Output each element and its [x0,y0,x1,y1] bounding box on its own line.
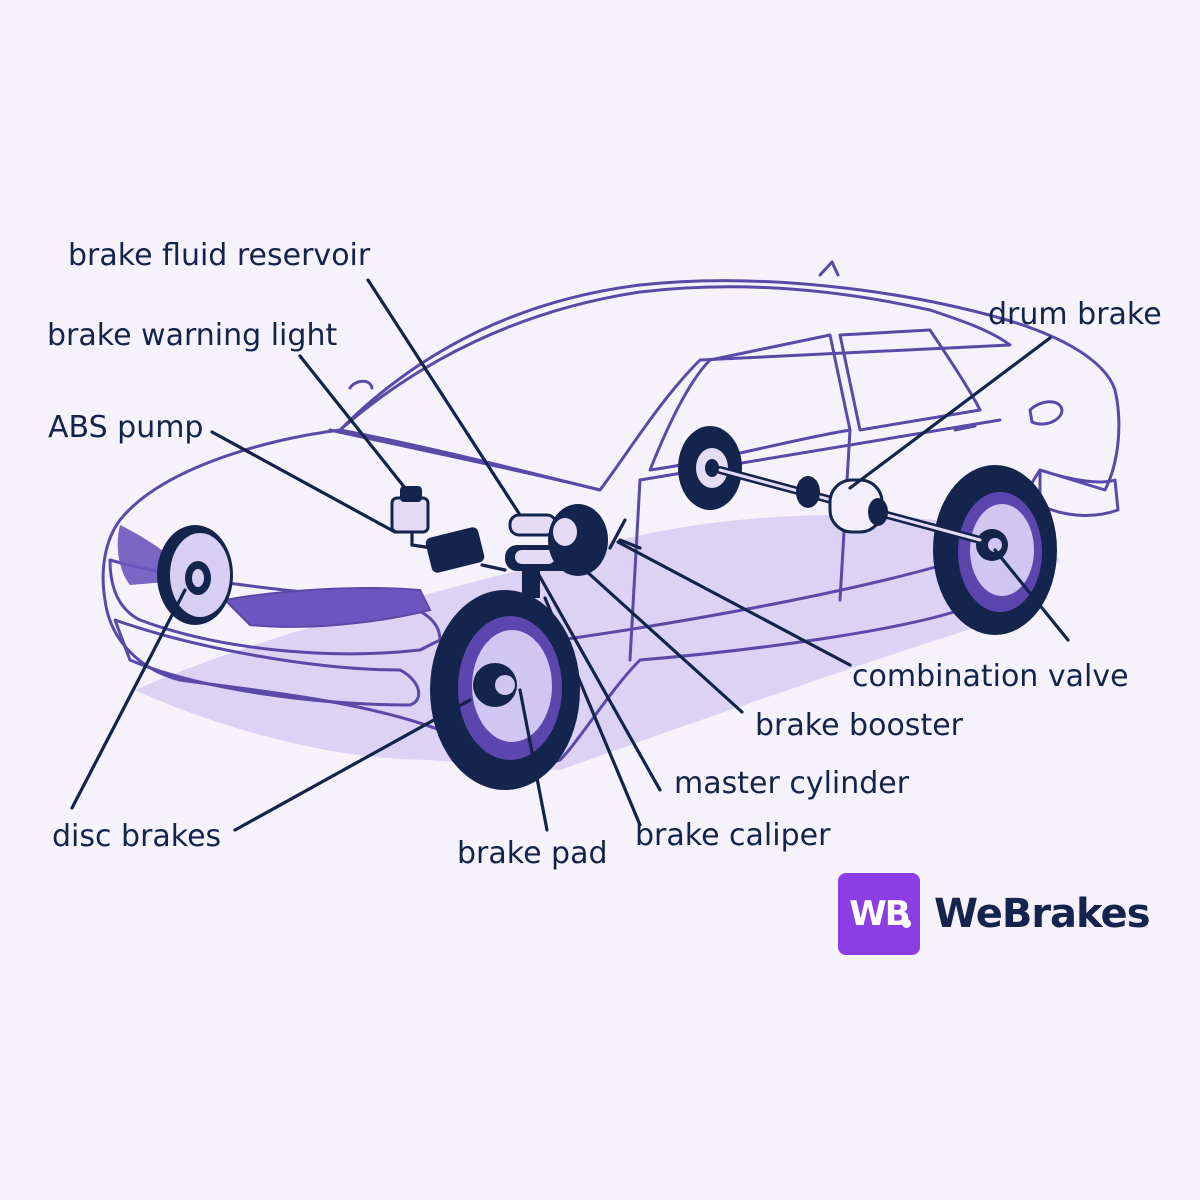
rear-wheel [933,465,1057,635]
label-master-cylinder: master cylinder [674,766,910,801]
label-brake-warning-light: brake warning light [47,318,337,353]
abs-line [480,563,507,572]
label-drum-brake: drum brake [988,297,1162,332]
leader-rear-wheel [993,548,1070,642]
brand-logo: WB WeBrakes [838,873,1150,955]
registered-mark-icon [902,919,911,928]
label-combination-valve: combination valve [852,659,1129,694]
leader-lines [70,278,1070,832]
brake-booster-part [548,504,608,576]
label-brake-pad: brake pad [457,836,608,871]
disc-brake-front [157,525,233,625]
leader-brake-pad [518,688,549,832]
label-abs-pump: ABS pump [48,410,203,445]
drum-brake-part [678,426,742,510]
leader-abs-pump [210,430,397,534]
abs-pump-part [425,527,485,573]
leader-master-cylinder [533,566,662,792]
booster-rod [608,518,627,550]
label-brake-caliper: brake caliper [635,818,831,853]
leader-drum-brake [848,336,1052,490]
combination-valve-part [618,538,642,550]
brand-badge: WB [838,873,920,955]
leader-combination-valve [616,540,852,667]
label-brake-booster: brake booster [755,708,964,743]
front-wheel [430,590,580,790]
headlight [222,587,432,628]
leader-brake-caliper [543,596,642,827]
label-brake-fluid-reservoir: brake fluid reservoir [68,238,371,273]
rear-differential-part [796,476,888,534]
leader-brake-booster [583,568,744,714]
leader-disc-brakes-2 [233,698,472,832]
brake-warning-light-part [390,486,430,534]
brand-name: WeBrakes [934,891,1150,937]
brand-badge-text: WB [849,894,910,934]
leader-disc-brakes [70,588,187,810]
leader-brake-fluid-reservoir [366,278,522,517]
leader-brake-warning-light [298,354,407,490]
warning-light-wire [410,530,434,550]
label-disc-brakes: disc brakes [52,819,221,854]
car-shadow [135,515,1060,770]
